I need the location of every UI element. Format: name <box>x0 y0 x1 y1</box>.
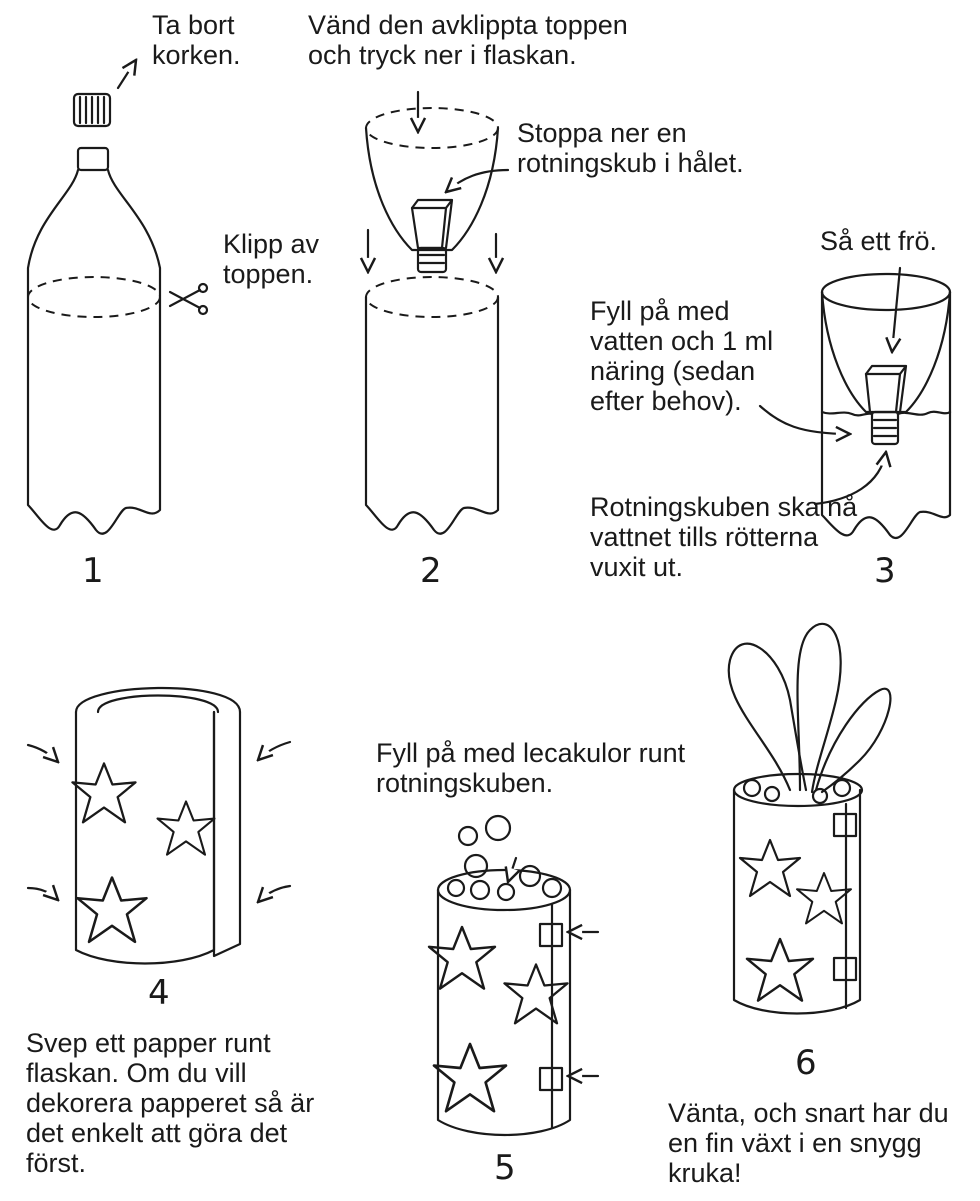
insert-cube-label: Stoppa ner en rotningskub i hålet. <box>517 118 744 178</box>
sow-seed-label: Så ett frö. <box>820 226 938 256</box>
cube-reach-water-label: Rotningskuben ska nå vattnet tills rötte… <box>590 492 858 582</box>
step-number-3: 3 <box>874 551 896 591</box>
cut-top-label: Klipp av toppen. <box>223 229 320 289</box>
wrap-paper-label: Svep ett papper runt flaskan. Om du vill… <box>26 1028 315 1178</box>
step-number-1: 1 <box>82 551 104 591</box>
add-water-label: Fyll på med vatten och 1 ml näring (seda… <box>590 296 774 416</box>
inverted-top-illustration <box>366 90 510 535</box>
leca-fill-illustration <box>427 814 600 1137</box>
bottle-illustration <box>26 60 209 535</box>
remove-cap-label: Ta bort korken. <box>152 10 241 70</box>
invert-top-label: Vänd den avklippta toppen och tryck ner … <box>308 10 628 70</box>
step-number-4: 4 <box>148 973 170 1013</box>
finished-plant-illustration <box>727 622 892 1015</box>
step-number-2: 2 <box>420 551 442 591</box>
step-number-5: 5 <box>494 1148 516 1188</box>
fill-leca-label: Fyll på med lecakulor runt rotningskuben… <box>376 738 686 798</box>
wait-label: Vänta, och snart har du en fin växt i en… <box>668 1098 949 1188</box>
assembled-bottle-illustration <box>758 266 952 539</box>
step-number-6: 6 <box>795 1043 817 1083</box>
paper-wrap-illustration <box>26 686 292 965</box>
